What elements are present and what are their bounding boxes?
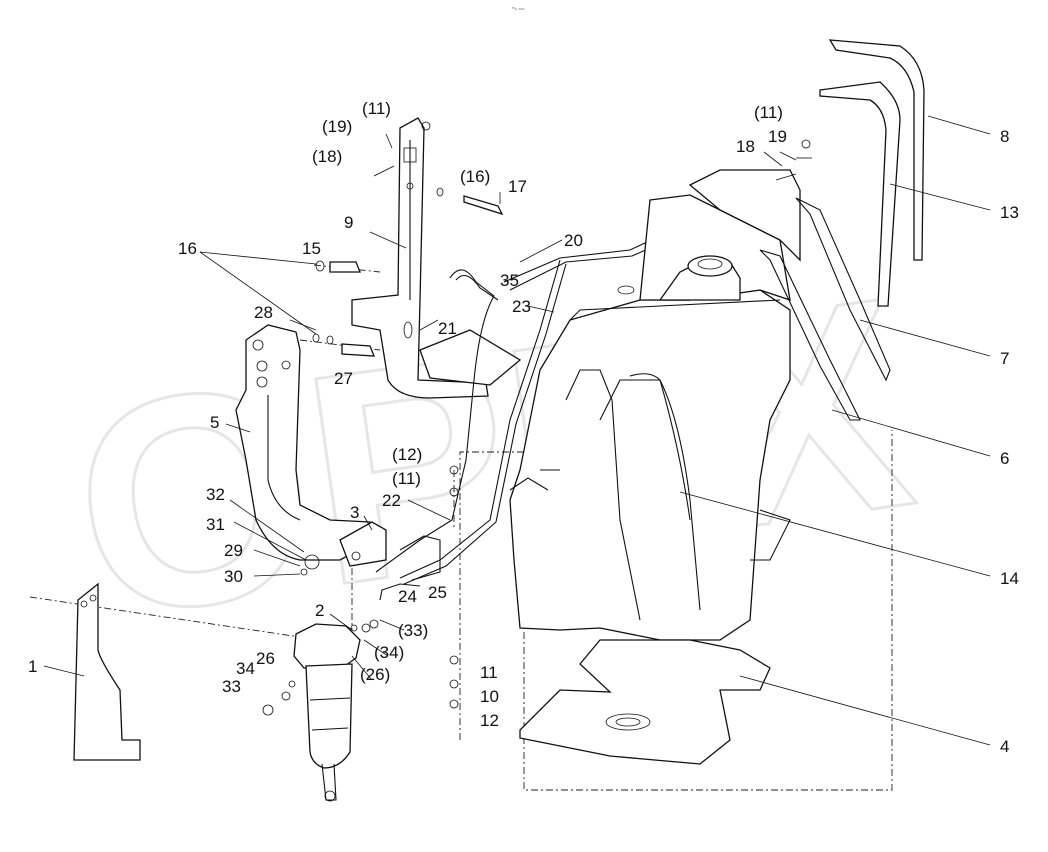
part-3-clamp bbox=[339, 521, 387, 567]
callout-28: 28 bbox=[254, 303, 273, 322]
callout-3: 3 bbox=[350, 503, 359, 522]
callout-11b: (11) bbox=[754, 103, 783, 122]
watermark: OPEX bbox=[56, 233, 930, 682]
nut-11 bbox=[421, 121, 431, 131]
callout-27: 27 bbox=[334, 369, 353, 388]
callout-11c: (11) bbox=[392, 469, 421, 488]
callout-16b: (16) bbox=[460, 167, 490, 186]
callout-30: 30 bbox=[224, 567, 243, 586]
callout-22: 22 bbox=[382, 491, 401, 510]
callout-18a: (18) bbox=[312, 147, 342, 166]
callout-25: 25 bbox=[428, 583, 447, 602]
callout-5: 5 bbox=[210, 413, 219, 432]
callout-19b: 19 bbox=[768, 127, 787, 146]
part-4-base-plate bbox=[519, 639, 771, 765]
part-21-tray bbox=[419, 329, 522, 386]
hardware bbox=[262, 121, 812, 716]
callout-2: 2 bbox=[315, 601, 324, 620]
fuel-filter bbox=[293, 623, 371, 802]
callout-7: 7 bbox=[1000, 349, 1009, 368]
callout-21: 21 bbox=[438, 319, 457, 338]
callout-16a: 16 bbox=[178, 239, 197, 258]
callout-9: 9 bbox=[344, 213, 353, 232]
callout-23: 23 bbox=[512, 297, 531, 316]
part-14-fuel-tank bbox=[509, 169, 801, 641]
callout-11d: 11 bbox=[480, 663, 498, 682]
callout-14: 14 bbox=[1000, 569, 1019, 588]
callout-33a: (33) bbox=[398, 621, 428, 640]
callout-12b: 12 bbox=[480, 711, 499, 730]
callout-12a: (12) bbox=[392, 445, 422, 464]
callout-4: 4 bbox=[1000, 737, 1009, 756]
callout-11a: (11) bbox=[362, 99, 391, 118]
callout-26b: (26) bbox=[360, 665, 390, 684]
callout-19a: (19) bbox=[322, 117, 352, 136]
callout-34a: (34) bbox=[374, 643, 404, 662]
callout-29: 29 bbox=[224, 541, 243, 560]
part-1-shield bbox=[73, 582, 141, 761]
corner-mark: ᵐₚ ₘₘ bbox=[512, 6, 525, 12]
callout-20: 20 bbox=[564, 231, 583, 250]
callout-8: 8 bbox=[1000, 127, 1009, 146]
callout-labels: 1 2 3 4 5 6 7 8 9 10 (11) (11) (11) 11 (… bbox=[28, 99, 1019, 756]
callout-18b: 18 bbox=[736, 137, 755, 156]
callout-34b: 34 bbox=[236, 659, 255, 678]
callout-26a: 26 bbox=[256, 649, 275, 668]
callout-24: 24 bbox=[398, 587, 417, 606]
callout-35: 35 bbox=[500, 271, 519, 290]
part-9-support bbox=[351, 117, 489, 399]
callout-6: 6 bbox=[1000, 449, 1009, 468]
callout-15: 15 bbox=[302, 239, 321, 258]
callout-1: 1 bbox=[28, 657, 37, 676]
callout-13: 13 bbox=[1000, 203, 1019, 222]
tank-straps bbox=[759, 39, 925, 421]
callout-17: 17 bbox=[508, 177, 527, 196]
leader-lines bbox=[43, 115, 991, 746]
callout-33b: 33 bbox=[222, 677, 241, 696]
callout-32: 32 bbox=[206, 485, 225, 504]
callout-31: 31 bbox=[206, 515, 225, 534]
fuel-lines bbox=[375, 231, 701, 601]
part-5-bracket bbox=[235, 324, 377, 561]
callout-10: 10 bbox=[480, 687, 499, 706]
